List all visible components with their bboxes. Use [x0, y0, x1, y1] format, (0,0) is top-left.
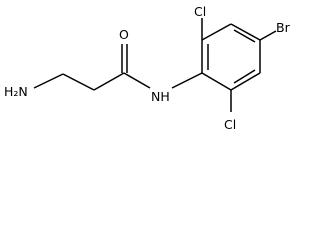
atom-label-h2n: H₂N	[4, 84, 28, 99]
bond-ring-inner-3	[233, 69, 256, 84]
bond-ring-br	[259, 30, 277, 41]
atom-label-cl-top: Cl	[194, 4, 206, 19]
atom-labels: H₂N O NH Cl Cl Br	[4, 4, 291, 132]
atom-label-nh: NH	[151, 89, 170, 104]
bond-c3-nh	[123, 72, 151, 89]
bond-c1-c2	[62, 73, 95, 91]
structural-formula-diagram: H₂N O NH Cl Cl Br	[4, 4, 291, 132]
bond-nh-ring	[171, 72, 203, 89]
bond-ring-6	[201, 72, 232, 91]
bond-n-c1	[33, 73, 64, 89]
bond-ring-inner-2	[233, 29, 256, 43]
bond-c2-c3	[93, 72, 125, 91]
atom-label-cl-bottom: Cl	[224, 117, 236, 132]
bond-ring-5	[230, 72, 261, 91]
bond-network	[33, 18, 277, 112]
atom-label-br: Br	[276, 20, 291, 35]
bond-ring-2	[201, 23, 232, 41]
bond-ring-3	[230, 23, 261, 41]
atom-label-o: O	[119, 27, 129, 42]
